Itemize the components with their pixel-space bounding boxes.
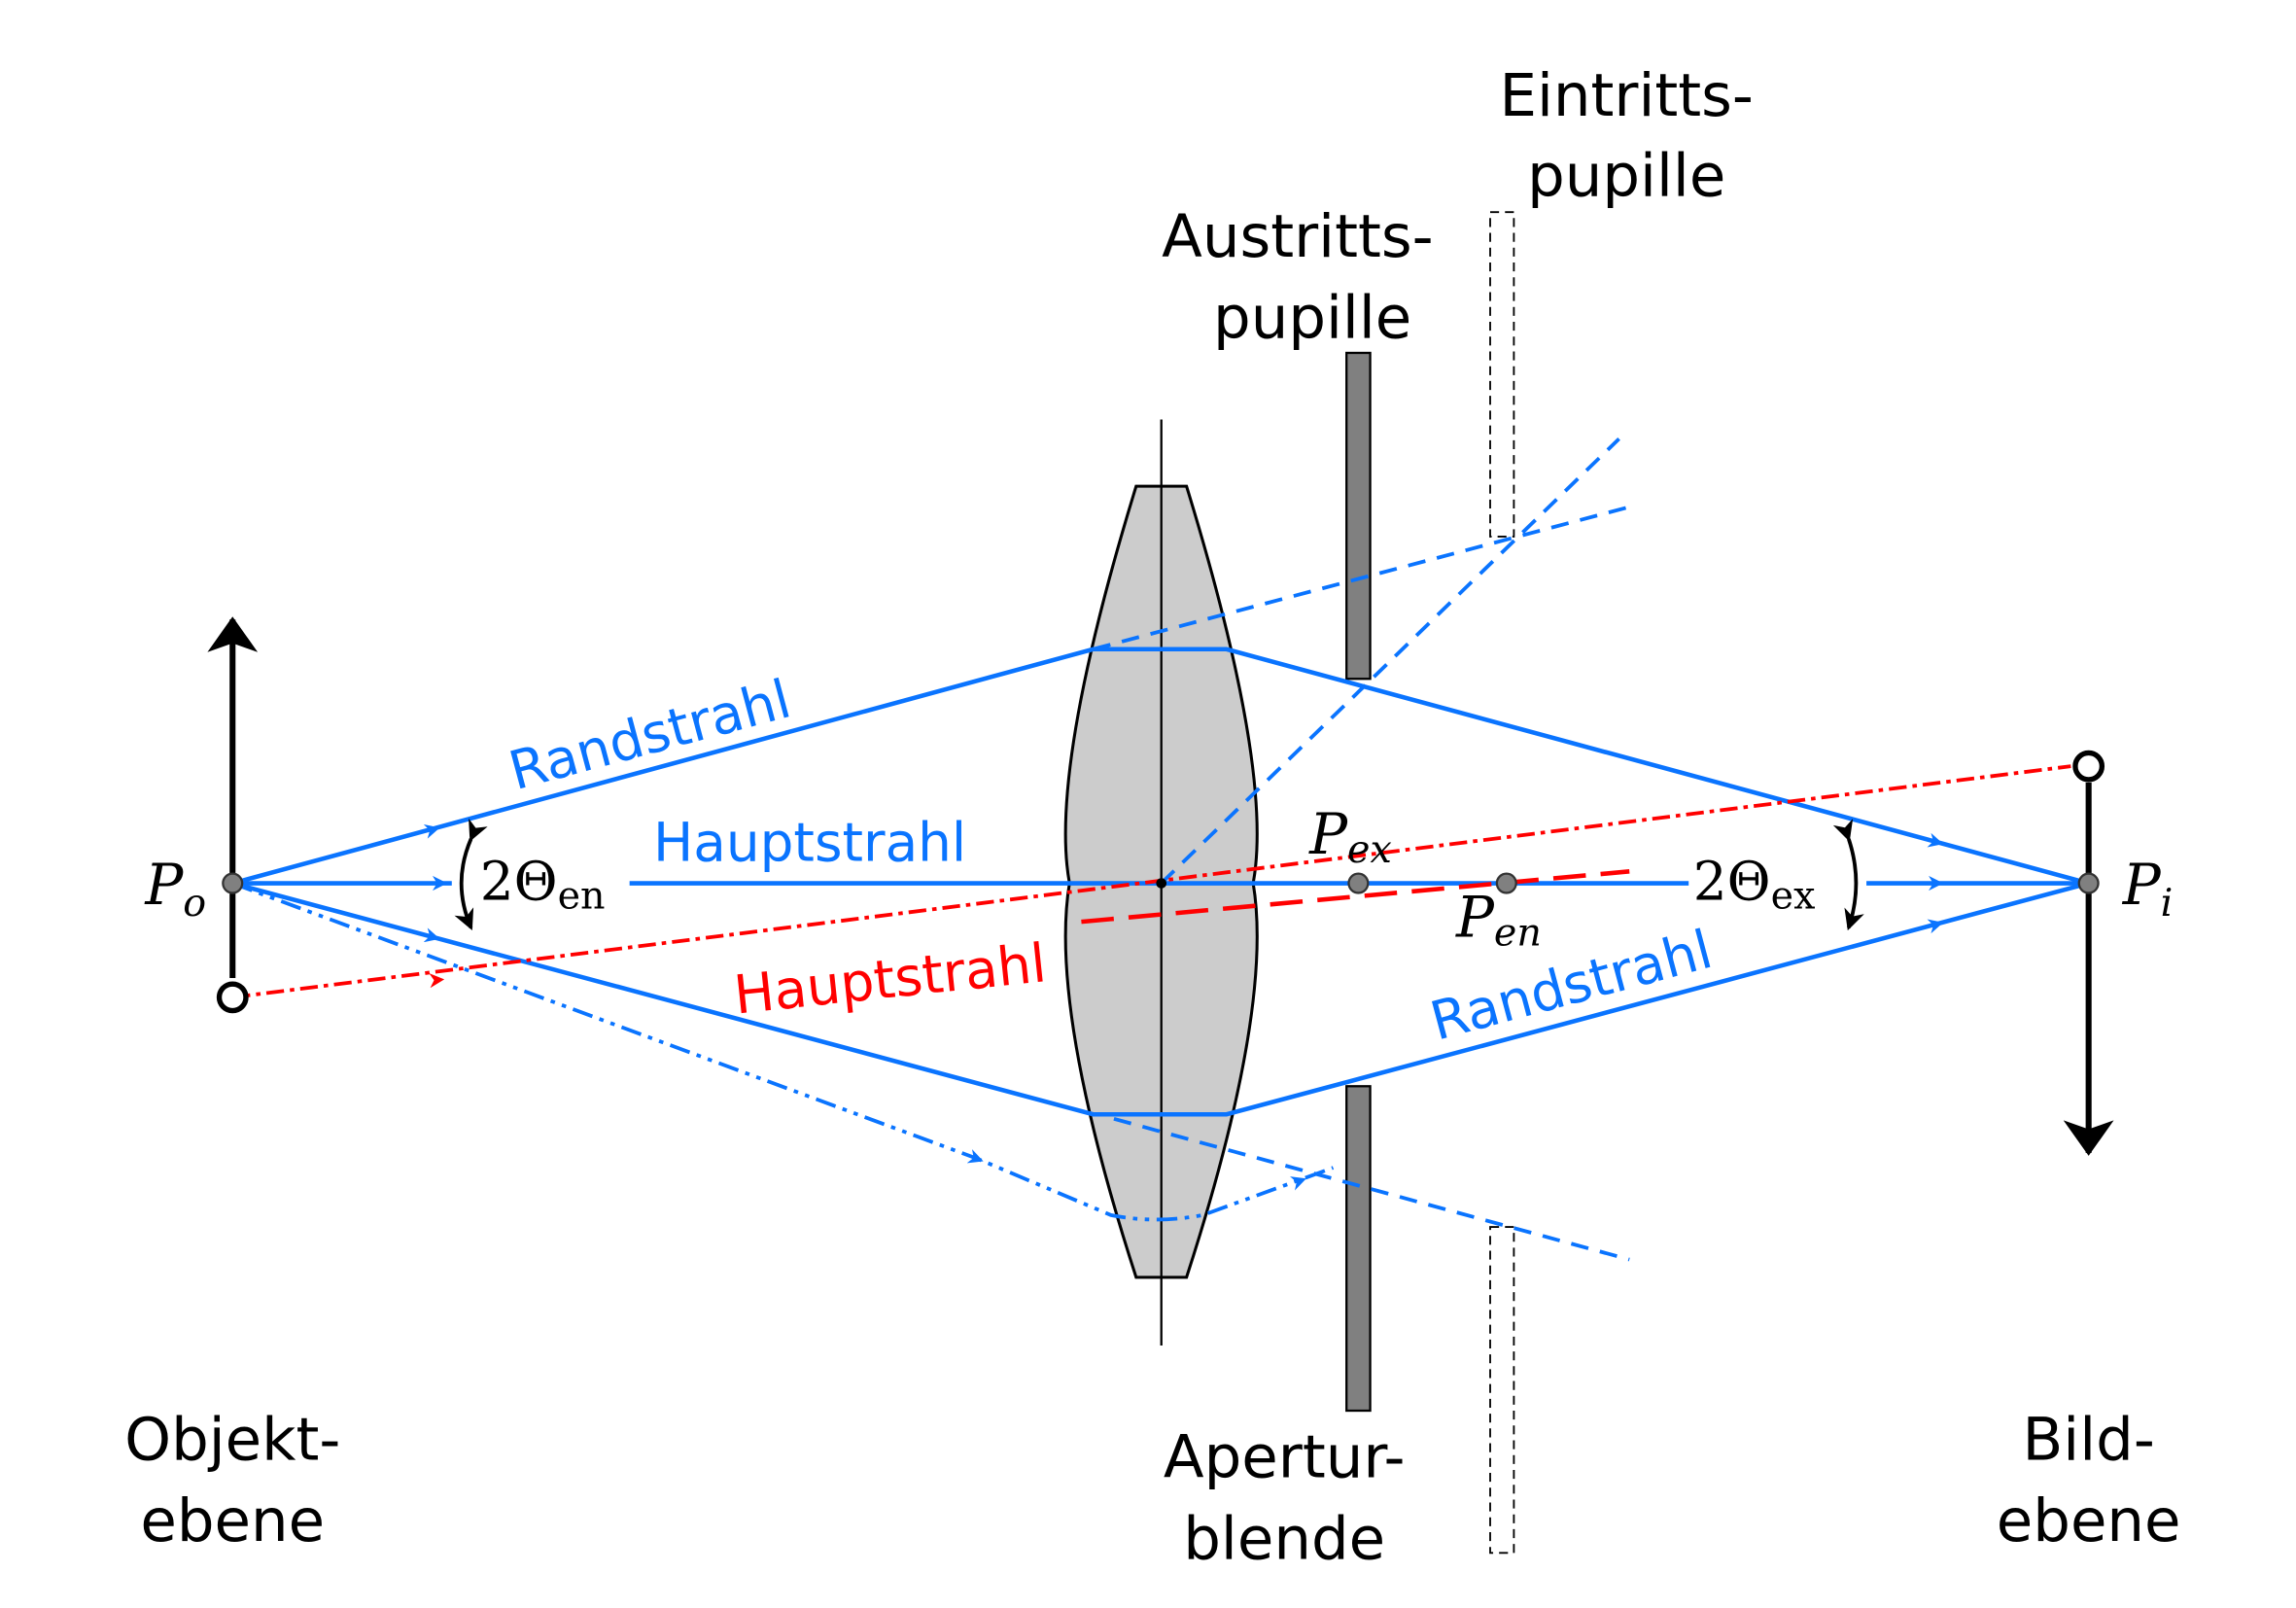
marginal-ray-upper-label: Randstrahl	[503, 668, 797, 803]
angle-ex-arrow	[1832, 819, 1864, 931]
entrance-pupil-label: Eintritts-pupille	[1499, 61, 1753, 210]
point-po	[222, 872, 244, 894]
object-point-circle	[216, 981, 249, 1014]
virtual-ray	[1160, 437, 1620, 885]
label-pen: Pen	[1455, 884, 1542, 955]
arrow-icon	[429, 973, 445, 989]
image-point-circle	[2072, 750, 2105, 783]
label-pex: Pex	[1308, 801, 1392, 872]
entrance-pupil-lower	[1489, 1226, 1515, 1555]
angle-en-arrow	[454, 818, 488, 931]
virtual-ray	[1093, 505, 1630, 651]
virtual-ray	[1113, 1116, 1630, 1262]
aperture-stop-upper	[1345, 351, 1372, 681]
label-pi: Pi	[2122, 852, 2174, 926]
entrance-pupil-upper	[1489, 211, 1515, 538]
chief-ray-red-virtual	[1081, 869, 1630, 925]
point-pex	[1347, 872, 1370, 894]
lens-center	[1156, 878, 1167, 889]
chief-ray-blue-label: Hauptstrahl	[653, 812, 966, 874]
chief-ray-red-label: Hauptstrahl	[731, 931, 1049, 1026]
label-theta-en: 2Θen	[480, 850, 606, 918]
exit-pupil-label: Austritts-pupille	[1162, 202, 1433, 353]
label-theta-ex: 2Θex	[1693, 850, 1816, 918]
blocked-ray	[231, 881, 1335, 1222]
chief-ray-red	[232, 764, 2071, 999]
object-plane-label: Objekt-ebene	[124, 1405, 340, 1556]
marginal-ray-upper	[231, 647, 2090, 886]
aperture-stop-lower	[1345, 1085, 1372, 1413]
aperture-stop-label: Apertur-blende	[1164, 1423, 1406, 1574]
marginal-ray-lower	[231, 881, 2090, 1117]
point-pen	[1495, 872, 1517, 894]
image-plane-label: Bild-ebene	[1997, 1405, 2181, 1556]
label-po: Po	[144, 852, 206, 926]
point-pi	[2077, 872, 2100, 894]
